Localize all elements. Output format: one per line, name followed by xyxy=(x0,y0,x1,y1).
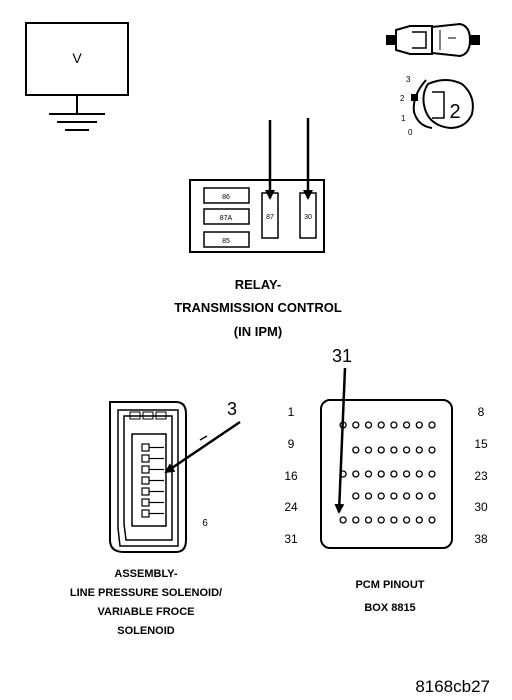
pcm-pin-11 xyxy=(377,446,385,454)
pcm-pin-13 xyxy=(402,446,411,454)
key-position-2: 2 xyxy=(400,94,405,103)
pcm-pin-38 xyxy=(428,516,436,524)
voltmeter-label: V xyxy=(72,50,82,66)
pcm-left-label-16: 16 xyxy=(284,469,298,483)
pcm-pin-28 xyxy=(402,492,411,500)
key-position-0: 0 xyxy=(408,128,413,137)
pcm-left-label-24: 24 xyxy=(284,500,298,514)
pcm-pin-8 xyxy=(428,421,436,429)
pcm-pin-12 xyxy=(390,446,398,454)
pcm-pin-14 xyxy=(415,446,423,454)
relay-block: 86 87A 85 87 30 xyxy=(189,179,325,253)
pcm-pin-18 xyxy=(364,470,373,478)
relay-terminal-30: 30 xyxy=(299,192,317,239)
pcm-pin-10 xyxy=(364,446,373,454)
pcm-pin-32 xyxy=(352,516,360,524)
ground-icon xyxy=(49,113,105,131)
relay-terminal-87: 87 xyxy=(261,192,279,239)
pcm-pin-21 xyxy=(402,470,411,478)
pcm-pin-15 xyxy=(428,446,436,454)
solenoid-connector xyxy=(109,401,208,553)
relay-terminal-87a-label: 87A xyxy=(220,215,233,222)
pcm-pin-26 xyxy=(377,492,385,500)
relay-title-line-3: (IN IPM) xyxy=(234,324,282,339)
relay-title-line-1: RELAY- xyxy=(235,277,281,292)
relay-title-line-2: TRANSMISSION CONTROL xyxy=(174,300,342,315)
relay-terminal-87a: 87A xyxy=(203,208,250,225)
pcm-pin-grid xyxy=(339,421,436,524)
pcm-pin-33 xyxy=(364,516,373,524)
pcm-pin-6 xyxy=(402,421,411,429)
pcm-pin-37 xyxy=(415,516,423,524)
pcm-pinout-box xyxy=(320,399,453,549)
pcm-pin-31 xyxy=(339,516,347,524)
key-position-3: 3 xyxy=(406,75,411,84)
pcm-pin-29 xyxy=(415,492,423,500)
pcm-caption-line-2: BOX 8815 xyxy=(364,602,415,614)
pcm-pin-34 xyxy=(377,516,385,524)
relay-terminal-85: 85 xyxy=(203,231,250,248)
pcm-right-label-23: 23 xyxy=(474,469,488,483)
pcm-right-label-30: 30 xyxy=(474,500,488,514)
solenoid-caption-line-1: ASSEMBLY- xyxy=(114,568,178,580)
pcm-pin-arrow xyxy=(334,367,347,514)
solenoid-caption-line-4: SOLENOID xyxy=(117,625,175,637)
pcm-pin-36 xyxy=(402,516,411,524)
pcm-pin-35 xyxy=(390,516,398,524)
relay-terminal-87-label: 87 xyxy=(266,214,274,221)
relay-terminal-86-label: 86 xyxy=(222,194,230,201)
pcm-pin-24 xyxy=(352,492,360,500)
pcm-pin-27 xyxy=(390,492,398,500)
relay-terminal-85-label: 85 xyxy=(222,238,230,245)
pcm-pin-30 xyxy=(428,492,436,500)
pcm-caption-line-1: PCM PINOUT xyxy=(355,579,424,591)
solenoid-caption-line-3: VARIABLE FROCE xyxy=(98,606,195,618)
key-position-1: 1 xyxy=(401,114,406,123)
figure-id: 8168cb27 xyxy=(415,677,490,696)
pcm-pin-19 xyxy=(377,470,385,478)
pcm-left-label-9: 9 xyxy=(288,437,295,451)
solenoid-pins xyxy=(141,443,164,518)
solenoid-end-label: 6 xyxy=(202,518,208,529)
pcm-right-label-8: 8 xyxy=(478,405,485,419)
key-position-number: 2 xyxy=(449,101,460,123)
pcm-pin-22 xyxy=(415,470,423,478)
voltmeter-symbol: V xyxy=(25,22,129,113)
pcm-pin-25 xyxy=(364,492,373,500)
solenoid-pin-callout: 3 xyxy=(227,399,237,419)
relay-terminal-30-label: 30 xyxy=(304,214,312,221)
pcm-pin-5 xyxy=(390,421,398,429)
pcm-left-label-31: 31 xyxy=(284,532,298,546)
connector-plug-icon xyxy=(386,22,480,58)
pcm-pin-17 xyxy=(352,470,360,478)
pcm-pin-3 xyxy=(364,421,373,429)
pcm-pin-2 xyxy=(352,421,360,429)
relay-terminal-86: 86 xyxy=(203,187,250,204)
pcm-pin-callout: 31 xyxy=(332,346,352,366)
ignition-key-icon: 3 2 1 0 2 xyxy=(400,75,474,137)
pcm-left-label-1: 1 xyxy=(288,405,295,419)
solenoid-pin-arrow xyxy=(164,420,241,474)
pcm-right-label-15: 15 xyxy=(474,437,488,451)
pcm-right-label-38: 38 xyxy=(474,532,488,546)
solenoid-caption-line-2: LINE PRESSURE SOLENOID/ xyxy=(70,587,222,599)
pcm-pin-23 xyxy=(428,470,436,478)
pcm-pin-4 xyxy=(377,421,385,429)
pcm-pin-9 xyxy=(352,446,360,454)
pcm-pin-20 xyxy=(390,470,398,478)
pcm-pin-7 xyxy=(415,421,423,429)
